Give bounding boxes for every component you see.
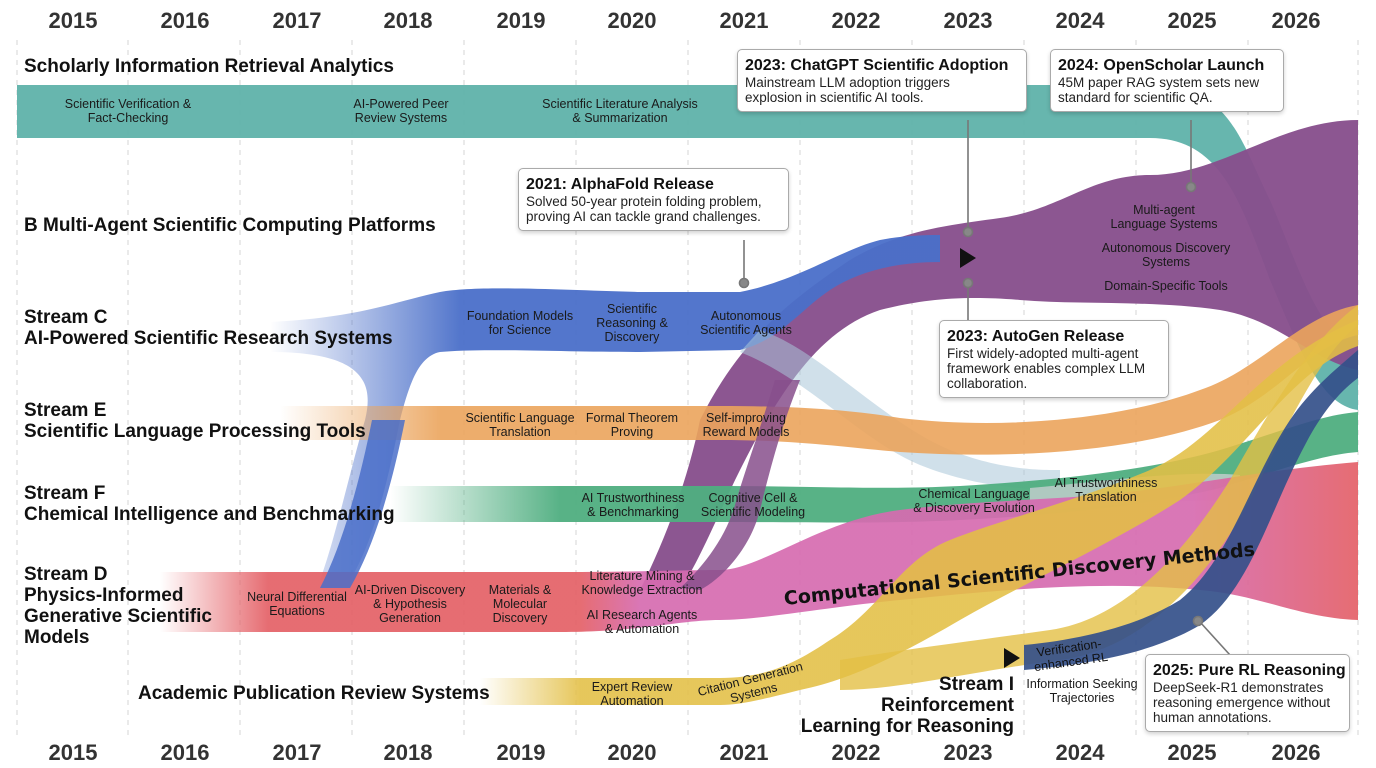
stream-b-label: Autonomous Discovery Systems	[1101, 241, 1231, 269]
stream-d-title: Stream D Physics-Informed Generative Sci…	[24, 564, 212, 648]
callout-body: 45M paper RAG system sets new standard f…	[1058, 75, 1260, 105]
stream-c-label: Scientific Reasoning & Discovery	[596, 302, 668, 344]
stream-d-label: Materials & Molecular Discovery	[488, 583, 552, 625]
year-label: 2025	[1167, 8, 1217, 33]
year-label: 2019	[496, 8, 546, 33]
stream-f-label: Chemical Language & Discovery Evolution	[913, 487, 1035, 515]
stream-i-title-line3: Learning for Reasoning	[800, 716, 1014, 737]
stream-g-band	[480, 320, 1358, 705]
stream-g-label: Expert Review Automation	[591, 680, 673, 708]
year-label: 2021	[719, 740, 769, 765]
callout-autogen-release: 2023: AutoGen Release First widely-adopt…	[939, 320, 1169, 398]
year-label: 2018	[383, 8, 433, 33]
stream-d-title-line3: Generative Scientific	[24, 606, 212, 627]
stream-a-title: Scholarly Information Retrieval Analytic…	[24, 56, 394, 77]
callout-openscholar-launch: 2024: OpenScholar Launch 45M paper RAG s…	[1050, 49, 1284, 112]
stream-e-label: Scientific Language Translation	[465, 411, 575, 439]
stream-c-title: Stream C AI-Powered Scientific Research …	[24, 307, 393, 349]
stream-f-title: Stream F Chemical Intelligence and Bench…	[24, 483, 395, 525]
callout-body: Mainstream LLM adoption triggers explosi…	[745, 75, 950, 105]
year-label: 2021	[719, 8, 769, 33]
year-label: 2016	[160, 8, 210, 33]
stream-i-title: Stream I Reinforcement Learning for Reas…	[790, 674, 1014, 737]
callout-title: 2024: OpenScholar Launch	[1058, 57, 1265, 74]
stream-d-title-line1: Stream D	[24, 564, 108, 585]
callout-body: First widely-adopted multi-agent framewo…	[947, 346, 1146, 391]
stream-a-label: Scientific Verification & Fact-Checking	[64, 97, 192, 125]
stream-a-label: Scientific Literature Analysis & Summari…	[542, 97, 698, 125]
year-label: 2023	[943, 8, 993, 33]
callout-alphafold-release: 2021: AlphaFold Release Solved 50-year p…	[518, 168, 789, 231]
year-label: 2016	[160, 740, 210, 765]
year-label: 2019	[496, 740, 546, 765]
stream-e-label: Self-improving Reward Models	[702, 411, 790, 439]
year-label: 2023	[943, 740, 993, 765]
stream-d-title-line4: Models	[24, 627, 90, 648]
stream-d-label: AI-Driven Discovery & Hypothesis Generat…	[354, 583, 466, 625]
stream-c-band	[270, 235, 940, 580]
stream-e-title-line2: Scientific Language Processing Tools	[24, 421, 366, 442]
callout-chatgpt-adoption: 2023: ChatGPT Scientific Adoption Mainst…	[737, 49, 1027, 112]
stream-a-band	[17, 85, 1358, 410]
stream-b-descend	[680, 380, 800, 590]
stream-e-band	[280, 305, 1358, 455]
year-label: 2018	[383, 740, 433, 765]
stream-c-title-line2: AI-Powered Scientific Research Systems	[24, 328, 393, 349]
stream-g-title: Academic Publication Review Systems	[138, 683, 490, 704]
stream-f-title-line2: Chemical Intelligence and Benchmarking	[24, 504, 395, 525]
year-label: 2020	[607, 8, 657, 33]
play-marker-icon	[960, 248, 976, 268]
year-label: 2015	[48, 740, 98, 765]
stream-i-band	[1024, 350, 1358, 670]
callout-pure-rl-reasoning: 2025: Pure RL Reasoning DeepSeek-R1 demo…	[1145, 654, 1350, 732]
stream-f-label: AI Trustworthiness & Benchmarking	[581, 491, 685, 519]
callout-title: 2023: AutoGen Release	[947, 328, 1125, 345]
year-label: 2022	[831, 740, 881, 765]
callout-connectors	[738, 120, 1231, 656]
stream-b-title: B Multi-Agent Scientific Computing Platf…	[24, 215, 436, 236]
play-marker-icon	[1004, 648, 1020, 668]
stream-f-label: AI Trustworthiness Translation	[1054, 476, 1158, 504]
stream-d-title-line2: Physics-Informed	[24, 585, 184, 606]
stream-d-label: Literature Mining & Knowledge Extraction	[581, 569, 703, 597]
stream-c-crossing	[740, 330, 1060, 490]
stream-c-descend	[320, 420, 405, 588]
callout-body: Solved 50-year protein folding problem, …	[526, 194, 762, 224]
year-label: 2024	[1055, 8, 1105, 33]
stream-f-label: Cognitive Cell & Scientific Modeling	[700, 491, 806, 519]
stream-d-label: Neural Differential Equations	[247, 590, 347, 618]
callout-title: 2023: ChatGPT Scientific Adoption	[745, 57, 1009, 74]
year-label: 2025	[1167, 740, 1217, 765]
stream-f-title-line1: Stream F	[24, 483, 106, 504]
year-label: 2020	[607, 740, 657, 765]
year-label: 2017	[272, 740, 322, 765]
stream-e-title: Stream E Scientific Language Processing …	[24, 400, 366, 442]
year-label: 2015	[48, 8, 98, 33]
stream-d-label: AI Research Agents & Automation	[586, 608, 698, 636]
stream-a-label: AI-Powered Peer Review Systems	[353, 97, 449, 125]
stream-c-label: Autonomous Scientific Agents	[700, 309, 792, 337]
year-label: 2026	[1271, 8, 1321, 33]
callout-title: 2021: AlphaFold Release	[526, 176, 714, 193]
stream-i-label: Information Seeking Trajectories	[1026, 677, 1138, 705]
callout-body: DeepSeek-R1 demonstrates reasoning emerg…	[1153, 680, 1331, 725]
callout-title: 2025: Pure RL Reasoning	[1153, 662, 1346, 679]
year-label: 2017	[272, 8, 322, 33]
stream-b-band	[640, 120, 1358, 590]
year-label: 2026	[1271, 740, 1321, 765]
stream-i-title-line1: Stream I	[939, 674, 1014, 695]
stream-e-title-line1: Stream E	[24, 400, 107, 421]
stream-b-label: Domain-Specific Tools	[1104, 279, 1228, 293]
stream-e-label: Formal Theorem Proving	[585, 411, 679, 439]
year-label: 2024	[1055, 740, 1105, 765]
stream-b-label: Multi-agent Language Systems	[1110, 203, 1218, 231]
stream-i-title-line2: Reinforcement	[880, 695, 1014, 716]
year-label: 2022	[831, 8, 881, 33]
stream-c-title-line1: Stream C	[24, 307, 108, 328]
stream-c-label: Foundation Models for Science	[466, 309, 574, 337]
